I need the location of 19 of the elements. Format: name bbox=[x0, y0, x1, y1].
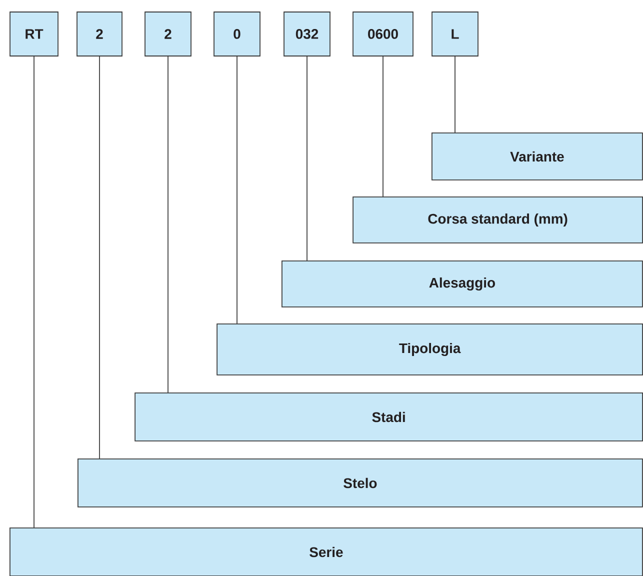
label-bar: Variante bbox=[432, 132, 643, 180]
code-box: RT bbox=[10, 12, 58, 56]
label-bar: Alesaggio bbox=[282, 260, 643, 308]
label-bar: Serie bbox=[10, 528, 643, 576]
label-bar: Stadi bbox=[134, 392, 643, 442]
label-bar: Corsa standard (mm) bbox=[352, 196, 643, 244]
leader-line bbox=[382, 56, 384, 197]
code-box: 2 bbox=[144, 12, 192, 56]
code-box: 0 bbox=[214, 12, 260, 56]
label-bar: Stelo bbox=[78, 458, 643, 508]
code-box: L bbox=[432, 12, 478, 56]
leader-line bbox=[99, 56, 100, 459]
leader-line bbox=[236, 56, 238, 324]
label-bar: Tipologia bbox=[216, 324, 643, 376]
code-box: 0600 bbox=[352, 12, 414, 56]
leader-line bbox=[454, 56, 456, 133]
code-box: 2 bbox=[76, 12, 122, 56]
code-box: 032 bbox=[284, 12, 330, 56]
leader-line bbox=[306, 56, 308, 261]
